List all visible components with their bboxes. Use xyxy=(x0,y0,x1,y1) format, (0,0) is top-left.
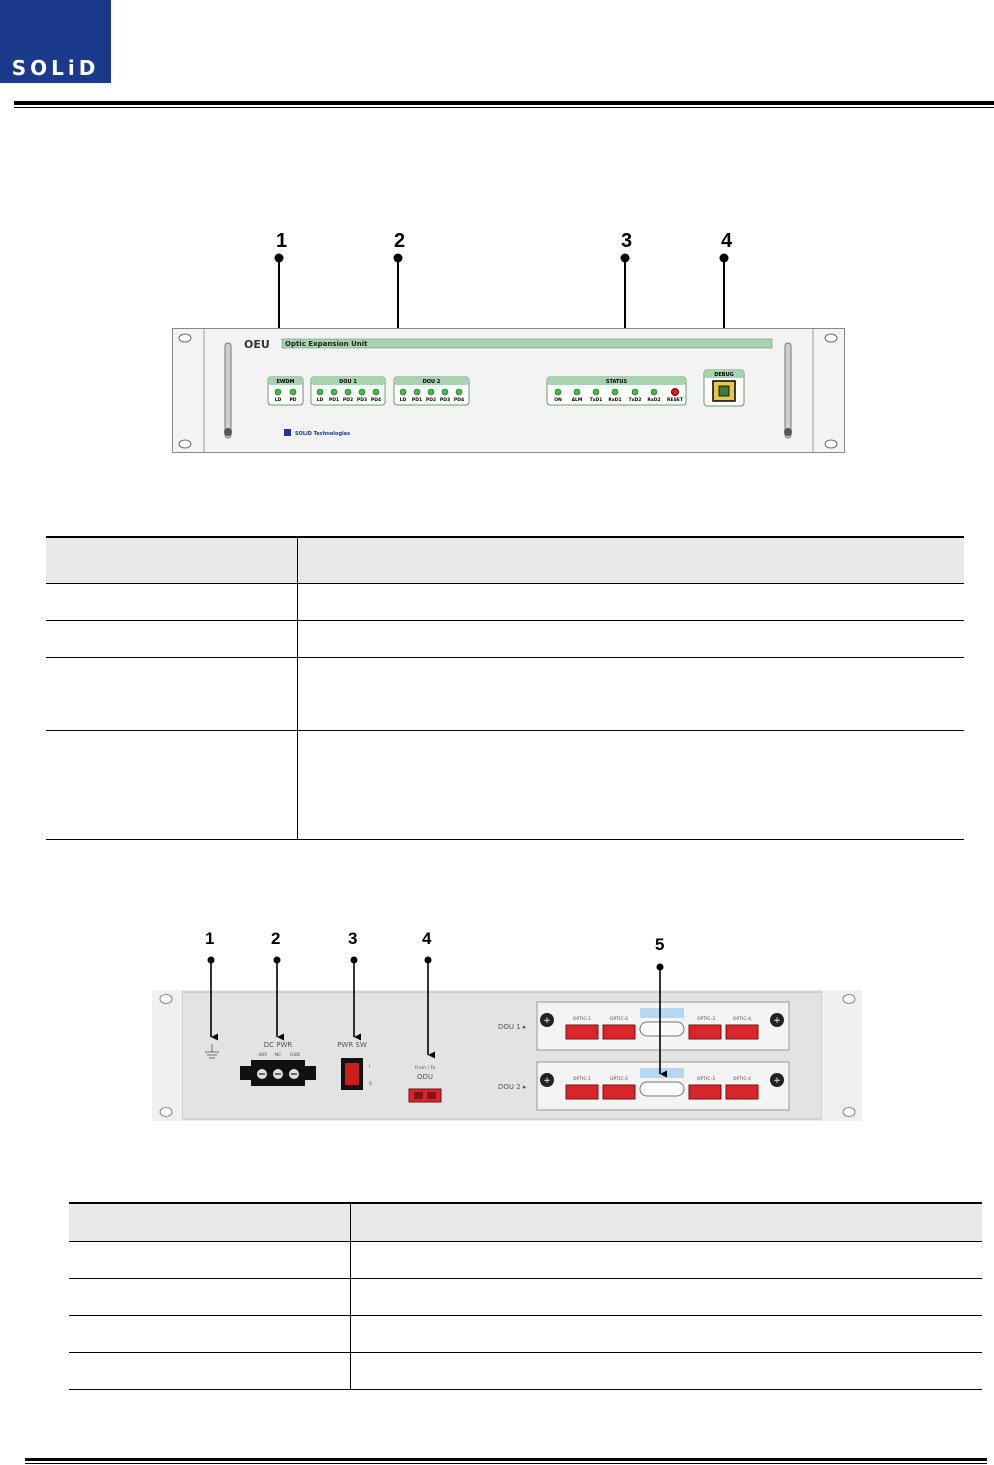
rear-arrow-5 xyxy=(656,963,667,1078)
footer-rule-thin xyxy=(25,1463,987,1464)
svg-text:OPTIC-1: OPTIC-1 xyxy=(573,1016,591,1022)
pwr-sw-label: PWR SW xyxy=(337,1041,367,1049)
front-callout-3: 3 xyxy=(621,230,633,252)
svg-text:TxD1: TxD1 xyxy=(590,397,603,403)
dc-pwr-label: DC PWR xyxy=(264,1041,293,1049)
svg-text:DEBUG: DEBUG xyxy=(714,372,734,378)
group-dou1: DOU 1 LD PD1 PD2 PD3 PD4 xyxy=(310,376,386,406)
svg-text:+: + xyxy=(543,1076,551,1086)
solid-logo: SOLiD xyxy=(0,0,111,83)
svg-text:0: 0 xyxy=(369,1081,372,1087)
svg-text:OPTIC-3: OPTIC-3 xyxy=(697,1016,715,1022)
svg-text:PD2: PD2 xyxy=(343,397,353,403)
rear-arrow-2 xyxy=(273,956,284,1041)
svg-text:PD2: PD2 xyxy=(426,397,436,403)
front-brand: SOLiD Technologies xyxy=(295,431,350,437)
rear-callout-1: 1 xyxy=(205,929,215,948)
svg-text:I: I xyxy=(369,1064,370,1070)
front-panel-figure: OEU Optic Expansion Unit SOLiD Technolog… xyxy=(172,328,845,453)
rear-panel-figure: DC PWR -48V NC GND PWR SW I 0 From / To … xyxy=(152,990,862,1121)
dou2-module: DOU 2 ▸ + + OPTIC-1 OPTIC-2 OPTIC-3 OPTI… xyxy=(498,1061,790,1111)
svg-text:STATUS: STATUS xyxy=(606,379,628,385)
svg-text:OPTIC-2: OPTIC-2 xyxy=(610,1076,628,1082)
odu-optic-port xyxy=(408,1088,442,1103)
rear-callout-arrows xyxy=(207,956,667,1078)
rear-arrow-1 xyxy=(207,956,218,1041)
front-callout-1: 1 xyxy=(276,230,288,252)
svg-text:PD1: PD1 xyxy=(329,397,339,403)
rear-callout-5: 5 xyxy=(655,935,665,954)
power-switch xyxy=(341,1058,363,1090)
front-callout-2: 2 xyxy=(394,230,406,252)
svg-text:LD: LD xyxy=(317,397,324,403)
svg-text:+: + xyxy=(773,1016,781,1026)
front-model: OEU xyxy=(244,338,270,351)
svg-text:LD: LD xyxy=(275,397,282,403)
dc-power-terminal xyxy=(240,1060,316,1086)
svg-text:OPTIC-4: OPTIC-4 xyxy=(733,1076,751,1082)
group-dou2: DOU 2 LD PD1 PD2 PD3 PD4 xyxy=(393,376,470,406)
svg-text:OPTIC-1: OPTIC-1 xyxy=(573,1076,591,1082)
svg-text:PD3: PD3 xyxy=(440,397,450,403)
svg-text:DOU 1: DOU 1 xyxy=(339,379,357,385)
svg-text:LD: LD xyxy=(400,397,407,403)
rear-callout-4: 4 xyxy=(422,929,432,948)
svg-text:+: + xyxy=(773,1076,781,1086)
header-rule-thin xyxy=(14,107,994,108)
front-callout-arrows xyxy=(274,253,731,364)
svg-text:EWDM: EWDM xyxy=(276,379,294,385)
svg-text:RxD1: RxD1 xyxy=(608,397,621,403)
rear-arrow-3 xyxy=(350,956,361,1041)
group-status: STATUS ON ALM TxD1 RxD1 TxD2 RxD2 RESET xyxy=(546,376,687,406)
front-title-bar: Optic Expansion Unit xyxy=(285,340,368,348)
dou1-label: DOU 1 ▸ xyxy=(498,1023,527,1031)
svg-text:DOU 2: DOU 2 xyxy=(423,379,441,385)
dou1-module: DOU 1 ▸ + + OPTIC-1 OPTIC-2 OPTIC-3 OPTI… xyxy=(498,1001,790,1051)
svg-text:PD4: PD4 xyxy=(454,397,464,403)
rear-arrow-4 xyxy=(424,956,435,1059)
svg-text:TxD2: TxD2 xyxy=(629,397,642,403)
logo-text: SOLiD xyxy=(11,56,100,80)
svg-text:ALM: ALM xyxy=(572,397,583,403)
odu-label: ODU xyxy=(417,1073,433,1081)
svg-text:NC: NC xyxy=(275,1052,282,1058)
svg-text:OPTIC-2: OPTIC-2 xyxy=(610,1016,628,1022)
svg-text:-48V: -48V xyxy=(257,1052,268,1058)
front-panel-table xyxy=(46,536,964,840)
header-rule xyxy=(14,101,994,105)
ground-icon xyxy=(205,1044,219,1059)
svg-text:RESET: RESET xyxy=(667,397,684,403)
svg-text:PD1: PD1 xyxy=(412,397,422,403)
rear-panel-table xyxy=(69,1202,982,1390)
dou2-label: DOU 2 ▸ xyxy=(498,1083,527,1091)
svg-text:+: + xyxy=(543,1016,551,1026)
svg-text:PD4: PD4 xyxy=(371,397,381,403)
svg-text:OPTIC-3: OPTIC-3 xyxy=(697,1076,715,1082)
front-callout-4: 4 xyxy=(721,230,733,252)
svg-text:OPTIC-4: OPTIC-4 xyxy=(733,1016,751,1022)
svg-text:PD3: PD3 xyxy=(357,397,367,403)
rear-callout-2: 2 xyxy=(271,929,281,948)
rear-callout-3: 3 xyxy=(348,929,358,948)
footer-rule xyxy=(25,1458,987,1461)
svg-text:ON: ON xyxy=(554,397,562,403)
svg-text:GND: GND xyxy=(290,1052,301,1058)
debug-port: DEBUG xyxy=(703,369,745,407)
svg-text:PD: PD xyxy=(289,397,296,403)
group-ewdm: EWDM LD PD xyxy=(267,376,304,406)
from-to-label: From / To xyxy=(415,1065,436,1071)
svg-text:RxD2: RxD2 xyxy=(647,397,660,403)
